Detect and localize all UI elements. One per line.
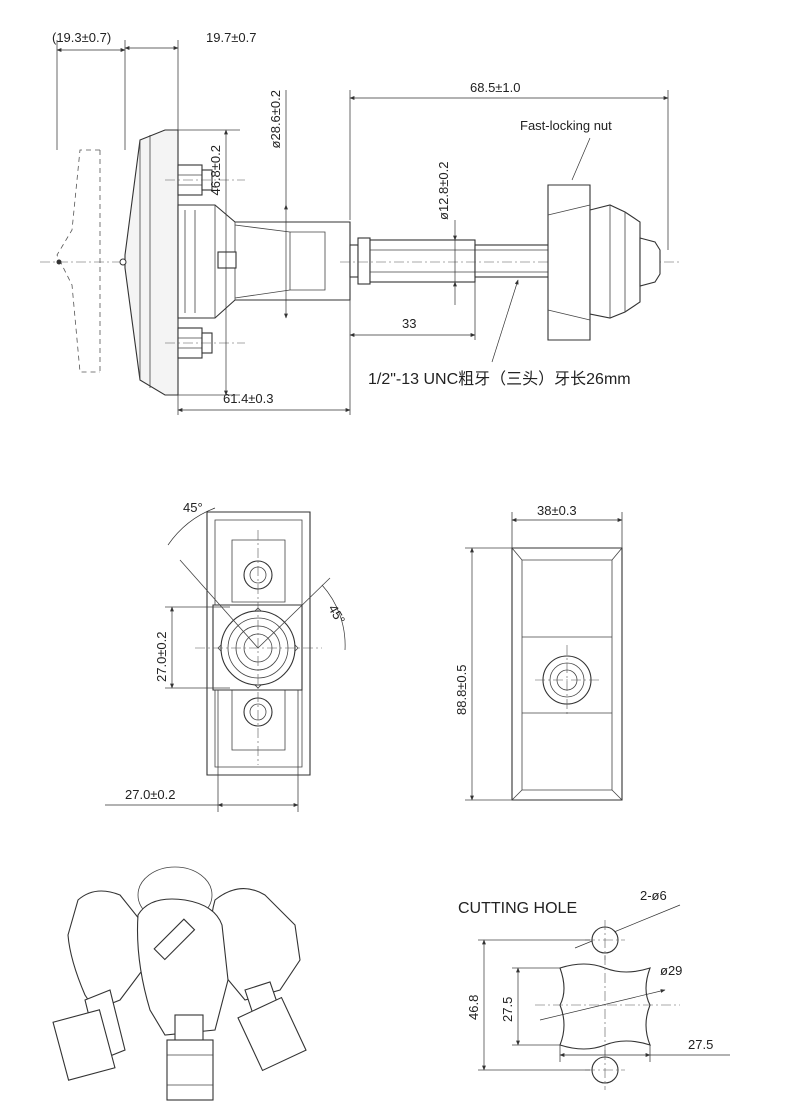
front-dim-width: 38±0.3 <box>537 503 577 518</box>
front-dim-height: 88.8±0.5 <box>454 664 469 715</box>
dim-top-left: (19.3±0.7) <box>52 30 111 45</box>
hole-spec: 2-ø6 <box>640 888 667 903</box>
cut-dia: ø29 <box>660 963 682 978</box>
dim-top-mid: 19.7±0.7 <box>206 30 257 45</box>
dim-bottom-len: 61.4±0.3 <box>223 391 274 406</box>
nut-label: Fast-locking nut <box>520 118 612 133</box>
cut-dim-total-height: 46.8 <box>466 995 481 1020</box>
front-view: 38±0.3 88.8±0.5 <box>454 503 623 801</box>
cut-dim-height: 27.5 <box>500 997 515 1022</box>
cutting-hole: CUTTING HOLE 2-ø6 ø29 46.8 27.5 27.5 <box>458 888 730 1090</box>
dim-dia-flange: ø28.6±0.2 <box>268 90 283 148</box>
angle-top: 45° <box>183 500 203 515</box>
keys-illustration <box>52 866 307 1101</box>
side-view: (19.3±0.7) 19.7±0.7 <box>40 30 680 415</box>
cutting-hole-title: CUTTING HOLE <box>458 900 577 917</box>
fast-locking-nut <box>547 184 661 341</box>
dim-right-length: 68.5±1.0 <box>470 80 521 95</box>
dim-dia-shaft: ø12.8±0.2 <box>436 162 451 220</box>
thread-note: 1/2"-13 UNC粗牙（三头）牙长26mm <box>368 370 631 388</box>
angle-right: 45° <box>325 602 348 627</box>
dim-shaft-len: 33 <box>402 316 416 331</box>
cut-dim-width: 27.5 <box>688 1037 713 1052</box>
rear-dim-height: 27.0±0.2 <box>154 631 169 682</box>
rear-dim-width: 27.0±0.2 <box>125 787 176 802</box>
dim-height-outer: 46.8±0.2 <box>208 145 223 196</box>
rear-view: 45° 45° 27.0±0.2 27.0±0.2 <box>105 500 348 812</box>
